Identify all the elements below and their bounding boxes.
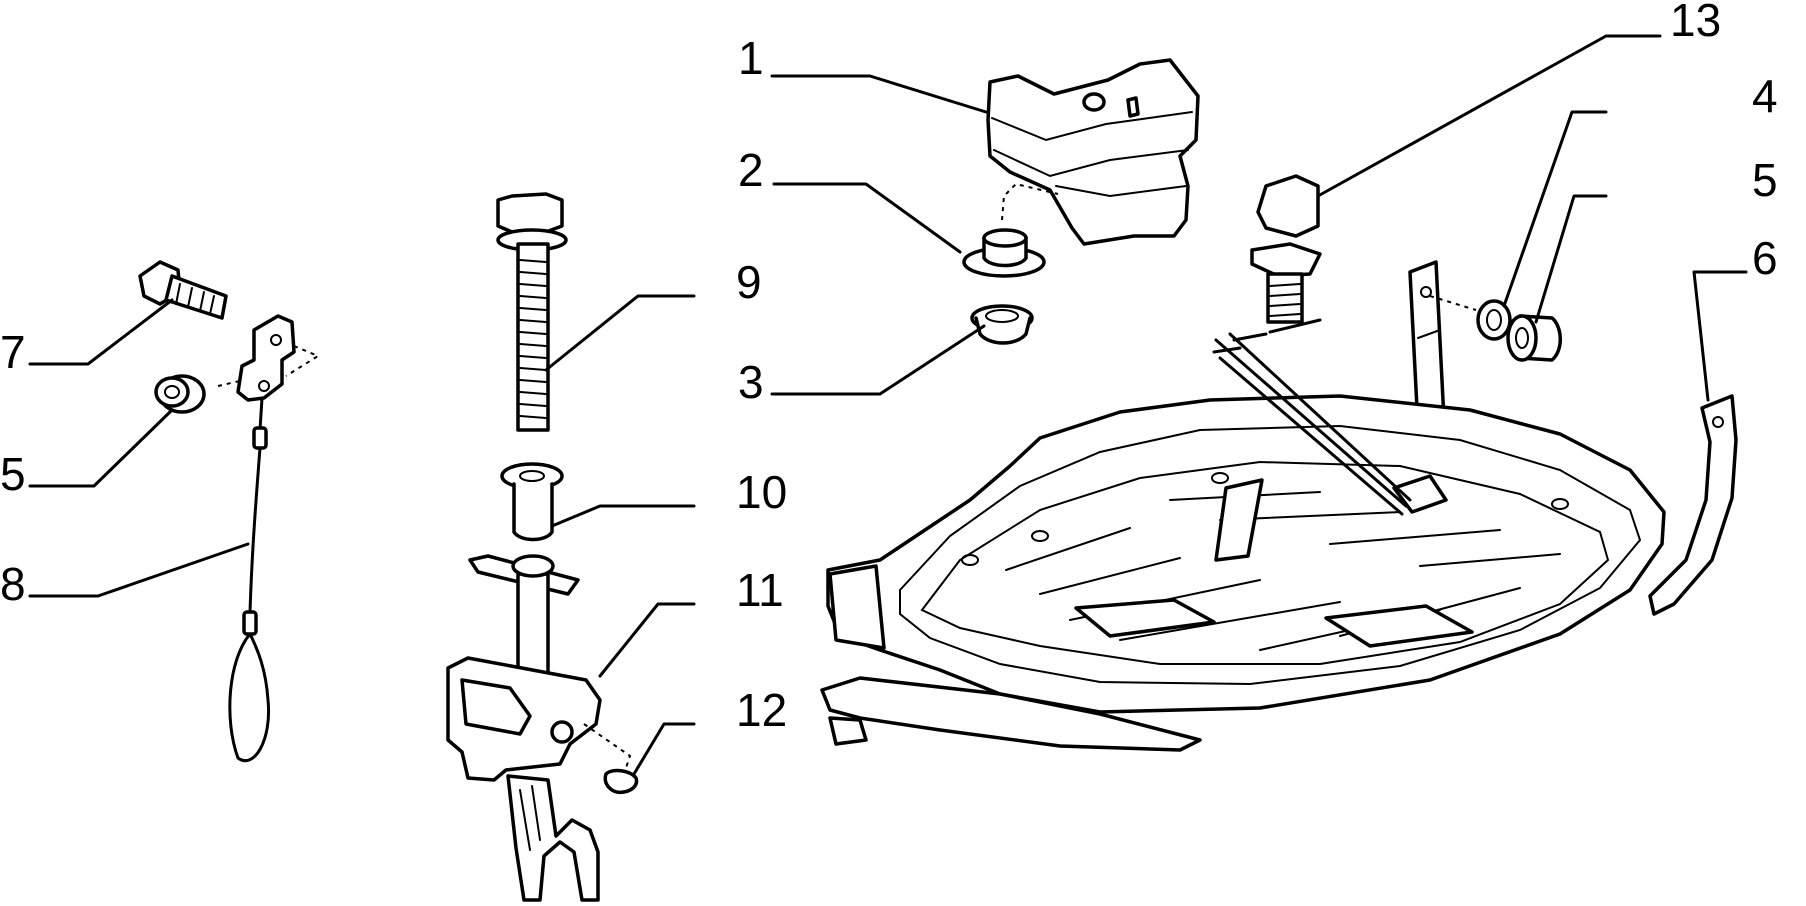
callout-5-left: 5 [0, 448, 26, 500]
callout-4: 4 [1752, 70, 1778, 122]
cable-part-8 [228, 396, 271, 762]
grommet-part-3 [970, 304, 1034, 345]
cable-bracket [217, 314, 321, 402]
clip-part-12 [583, 723, 639, 795]
callout-7: 7 [0, 326, 26, 378]
tray-bracket-upright [1408, 260, 1477, 430]
callout-12: 12 [736, 684, 787, 736]
bolt-part-7 [138, 260, 228, 320]
callout-11: 11 [736, 564, 784, 616]
washer-part-2 [962, 182, 1059, 278]
mounting-bracket-part-11 [446, 554, 602, 902]
spare-wheel-tray [820, 318, 1666, 752]
callout-1: 1 [738, 32, 764, 84]
callout-3: 3 [738, 356, 764, 408]
callout-9: 9 [736, 256, 762, 308]
nut-part-5-left [154, 374, 206, 414]
callout-5-right: 5 [1752, 154, 1778, 206]
bolt-part-13 [1250, 174, 1322, 324]
strap-part-6 [1648, 394, 1738, 616]
callout-6: 6 [1752, 232, 1778, 284]
washer-part-4 [1476, 299, 1512, 341]
callout-10: 10 [736, 466, 787, 518]
spacer-part-10 [500, 462, 564, 542]
callout-8: 8 [0, 558, 26, 610]
long-bolt-part-9 [496, 192, 568, 432]
callout-2: 2 [738, 144, 764, 196]
leader-lines [28, 34, 1748, 776]
nut-part-5-right [1506, 314, 1562, 362]
rubber-buffer-part-1 [986, 58, 1200, 246]
callout-13: 13 [1670, 0, 1721, 46]
